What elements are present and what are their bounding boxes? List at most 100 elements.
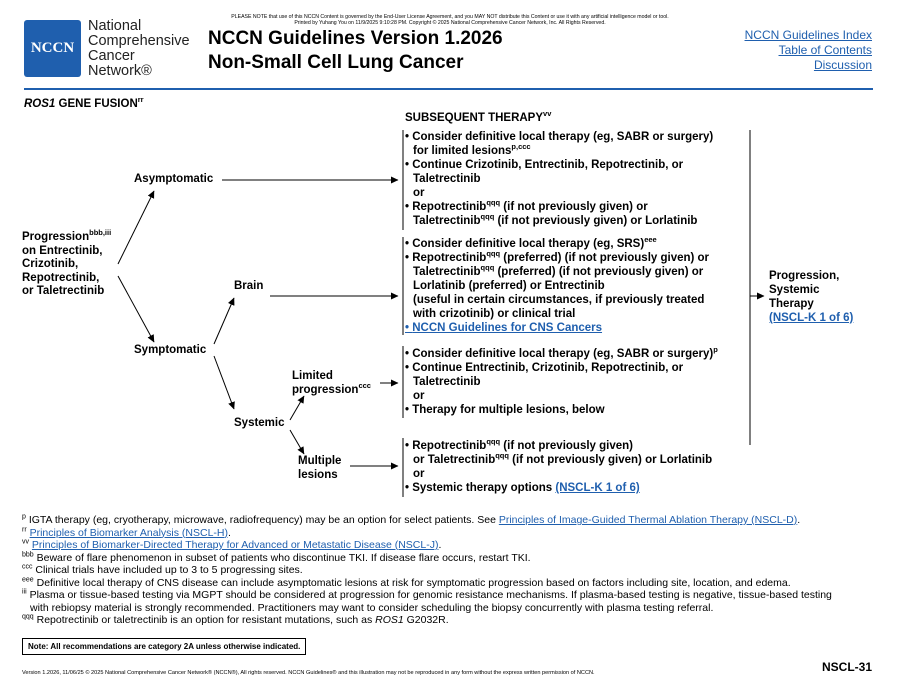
box2-text: • Repotrectinib [405,252,487,264]
section-title: ROS1 GENE FUSIONrr [24,96,144,110]
thermal-ablation-link[interactable]: Principles of Image-Guided Thermal Ablat… [498,514,798,526]
box4-text: • Repotrectinib [405,440,487,452]
biomarker-analysis-link[interactable]: Principles of Biomarker Analysis (NSCL-H… [29,526,228,539]
footnote-qqq: qqq Repotrectinib or taletrectinib is an… [22,614,882,627]
category-note: Note: All recommendations are category 2… [22,638,307,655]
box4-text: (if not previously given) or Lorlatinib [508,454,713,466]
box2-line: Taletrectinibqqq (preferred) (if not pre… [405,264,709,279]
footnote-eee: eee Definitive local therapy of CNS dise… [22,576,882,590]
footnote-marker: qqq [22,613,34,621]
box3-line: • Continue Entrectinib, Crizotinib, Repo… [405,362,684,374]
box4-line: or [413,468,425,480]
box3-line: • Therapy for multiple lesions, below [405,404,605,416]
progression-footnote: bbb,iii [89,228,112,238]
progression-line-5: or Taletrectinib [22,285,105,297]
table-of-contents-link[interactable]: Table of Contents [778,43,872,57]
progression-systemic-therapy-box: Progression, Systemic Therapy (NSCL-K 1 … [769,269,853,325]
org-name-line: Cancer [88,48,135,64]
footnote-iii-continued: with rebiopsy material is strongly recom… [30,601,714,614]
footnote-bbb: bbb Beware of flare phenomenon in subset… [22,551,882,565]
systemic-label: Systemic [234,417,285,429]
box2-text: • Consider definitive local therapy (eg,… [405,238,645,250]
brain-therapy-box: • Consider definitive local therapy (eg,… [405,236,710,335]
box2-text: (preferred) (if not previously given) or [500,252,710,264]
footnotes: p IGTA therapy (eg, cryotherapy, microwa… [22,514,882,627]
page-id: NSCL-31 [821,660,872,674]
footnote-gene: ROS1 [375,614,404,626]
notice-line-2: Printed by Yuhang You on 11/9/2025 9:10:… [294,20,606,26]
box1-line: or [413,187,425,199]
box2-line: (useful in certain circumstances, if pre… [413,294,705,306]
box4-line: • Systemic therapy options (NSCL-K 1 of … [405,481,712,495]
box1-line: • Continue Crizotinib, Entrectinib, Repo… [405,159,684,171]
footnote-marker: vv [22,538,29,546]
subsequent-therapy-text: SUBSEQUENT THERAPY [405,112,544,124]
box1-line: Taletrectinib [413,173,481,185]
right-box-line: Systemic [769,284,820,296]
org-name-line: Comprehensive [88,33,190,49]
org-name-line: Network® [88,63,152,79]
footnote-text: . [797,514,801,526]
copyright-footer: Version 1.2026, 11/06/25 © 2025 National… [22,670,595,676]
guidelines-index-link[interactable]: NCCN Guidelines Index [744,28,872,42]
asymptomatic-label: Asymptomatic [134,173,214,185]
footnote-marker: iii [22,588,27,596]
box4-text: or Taletrectinib [413,454,496,466]
box4-line: or Taletrectinibqqq (if not previously g… [405,452,713,467]
biomarker-directed-therapy-link[interactable]: Principles of Biomarker-Directed Therapy… [31,539,439,551]
cns-guidelines-link[interactable]: NCCN Guidelines for CNS Cancers [412,322,603,334]
box1-footnote: p,ccc [511,142,531,152]
multiple-lesions-label: Multiple lesions [298,455,341,482]
progression-line-4: Repotrectinib, [22,271,100,284]
right-box-nscl-k-link[interactable]: (NSCL-K 1 of 6) [769,312,854,324]
footnote-text: Definitive local therapy of CNS disease … [33,576,791,589]
box1-footnote: qqq [486,198,501,208]
box1-text: for limited lesions [413,145,512,157]
footnote-text: . [438,539,442,551]
symptomatic-label: Symptomatic [134,344,207,356]
header-divider [24,88,873,90]
license-notice: PLEASE NOTE that use of this NCCN Conten… [150,14,750,26]
nccn-logo-text: NCCN [30,40,75,56]
footnote-text: G2032R. [403,614,449,626]
limited-progression-therapy-box: • Consider definitive local therapy (eg,… [405,345,718,417]
limited-line-1: Limited [292,370,333,382]
box3-line: Taletrectinib [413,376,481,388]
title-cancer: Non-Small Cell Lung Cancer [208,52,464,73]
limited-line-2: progressionccc [292,380,371,398]
box2-line: Lorlatinib (preferred) or Entrectinib [413,280,605,292]
org-name-line: National [88,18,142,34]
box3-text: • Consider definitive local therapy (eg,… [405,348,714,360]
box2-line: • Repotrectinibqqq (preferred) (if not p… [405,250,710,265]
box1-line: • Repotrectinibqqq (if not previously gi… [405,198,713,214]
progression-line-2: on Entrectinib, [22,244,103,257]
progression-line-1: Progressionbbb,iii [22,228,112,245]
footnote-marker: rr [22,526,27,533]
box2-line: • NCCN Guidelines for CNS Cancers [405,321,709,335]
box4-footnote: qqq [486,437,501,447]
box3-footnote: p [713,345,718,355]
nccn-logo: NCCN [24,20,81,77]
footnote-marker: ccc [22,563,33,571]
nscl-k-link[interactable]: (NSCL-K 1 of 6) [555,482,640,494]
footnote-rr: rr Principles of Biomarker Analysis (NSC… [22,526,882,540]
box3-line: • Consider definitive local therapy (eg,… [405,345,718,361]
box2-text: (preferred) (if not previously given) or [494,266,704,278]
box1-text: (if not previously given) or Lorlatinib [494,215,698,227]
progression-label: Progressionbbb,iii on Entrectinib, Crizo… [22,228,112,299]
footnote-vv: vv Principles of Biomarker-Directed Ther… [22,539,882,552]
box2-line: with crizotinib) or clinical trial [413,308,576,320]
footnote-marker: eee [22,576,34,583]
footnote-text: Beware of flare phenomenon in subset of … [33,551,531,564]
brain-label: Brain [234,280,264,292]
footnote-text: . [227,526,231,539]
right-box-line: Progression, [769,270,840,282]
progression-line-3: Crizotinib, [22,258,79,270]
asymptomatic-therapy-box: • Consider definitive local therapy (eg,… [405,130,713,228]
box1-footnote: qqq [480,212,495,222]
footnote-ccc: ccc Clinical trials have included up to … [22,564,882,577]
limited-footnote: ccc [358,380,371,390]
discussion-link[interactable]: Discussion [813,58,872,72]
footnote-marker: p [22,513,26,521]
